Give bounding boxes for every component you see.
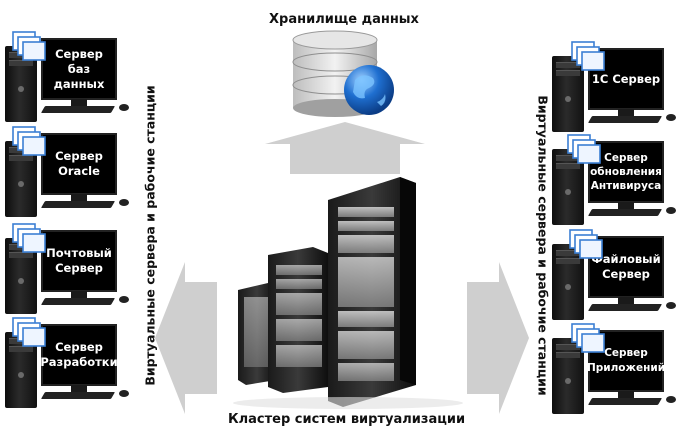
storage-title: Хранилище данных: [269, 12, 419, 27]
virtual-machine-icon: [571, 323, 605, 353]
screen-label: Файловый Сервер: [591, 252, 661, 281]
left-side-label: Виртуальные сервера и рабочие станции: [142, 85, 158, 386]
virtual-machine-icon: [12, 31, 46, 61]
tower-icon: [552, 244, 584, 320]
mouse-icon: [666, 114, 676, 121]
left-arrow: [155, 262, 217, 414]
virtual-machine-icon: [12, 317, 46, 347]
mouse-icon: [119, 199, 129, 206]
monitor: Сервер баз данных: [41, 38, 117, 112]
screen-label: Сервер Разработки: [40, 340, 118, 369]
screen-label: Сервер обновления Антивируса: [590, 152, 662, 192]
screen-label: Сервер баз данных: [53, 46, 105, 91]
keyboard-icon: [40, 392, 116, 399]
screen-label: Почтовый Сервер: [46, 246, 112, 275]
workstation-antivirus-update-server: Сервер обновления Антивируса: [552, 133, 682, 225]
workstation-db-server: Сервер баз данных: [5, 30, 135, 122]
screen-label: Сервер Приложений: [586, 347, 666, 374]
keyboard-icon: [587, 209, 663, 216]
keyboard-icon: [587, 398, 663, 405]
server-cluster-icon: [233, 177, 463, 409]
right-side-label: Виртуальные сервера и рабочие станции: [535, 95, 551, 396]
virtual-machine-icon: [569, 229, 603, 259]
workstation-mail-server: Почтовый Сервер: [5, 222, 135, 314]
workstation-file-server: Файловый Сервер: [552, 228, 682, 320]
monitor: Сервер обновления Антивируса: [588, 141, 664, 215]
mouse-icon: [119, 390, 129, 397]
keyboard-icon: [587, 116, 663, 123]
tower-icon: [552, 56, 584, 132]
monitor: Сервер Oracle: [41, 133, 117, 207]
database-icon: [292, 30, 394, 117]
keyboard-icon: [40, 106, 116, 113]
virtual-machine-icon: [12, 223, 46, 253]
keyboard-icon: [40, 201, 116, 208]
monitor: Почтовый Сервер: [41, 230, 117, 304]
right-arrow: [467, 262, 529, 414]
mouse-icon: [119, 296, 129, 303]
workstation-oracle-server: Сервер Oracle: [5, 125, 135, 217]
mouse-icon: [666, 396, 676, 403]
workstation-1c-server: 1С Сервер: [552, 40, 682, 132]
up-arrow: [265, 122, 425, 174]
mouse-icon: [666, 302, 676, 309]
mouse-icon: [119, 104, 129, 111]
workstation-dev-server: Сервер Разработки: [5, 316, 135, 408]
virtual-machine-icon: [571, 41, 605, 71]
virtual-machine-icon: [12, 126, 46, 156]
tower-icon: [552, 338, 584, 414]
workstation-app-server: Сервер Приложений: [552, 322, 682, 414]
cluster-title: Кластер систем виртуализации: [228, 412, 466, 427]
virtual-machine-icon: [567, 134, 601, 164]
screen-label: Сервер Oracle: [55, 149, 103, 178]
mouse-icon: [666, 207, 676, 214]
keyboard-icon: [40, 298, 116, 305]
keyboard-icon: [587, 304, 663, 311]
screen-label: 1С Сервер: [591, 71, 661, 86]
monitor: Файловый Сервер: [588, 236, 664, 310]
monitor: Сервер Разработки: [40, 324, 118, 398]
